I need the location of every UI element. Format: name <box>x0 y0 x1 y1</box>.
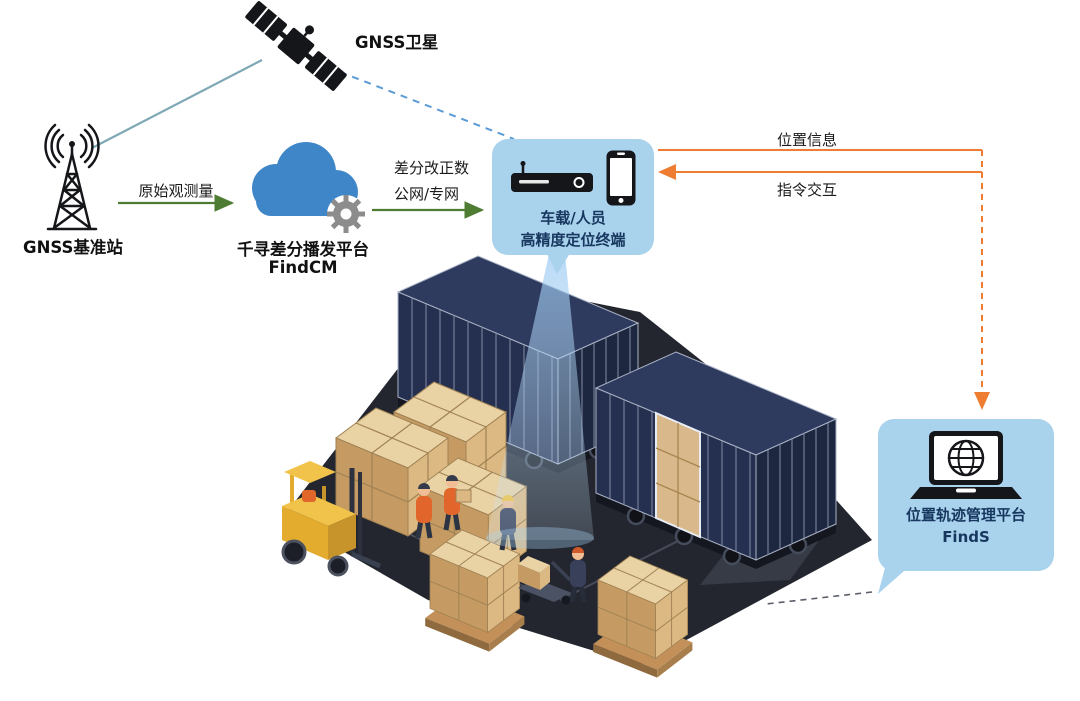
satellite-label: GNSS卫星 <box>355 33 439 52</box>
cloud-platform-subtitle: FindCM <box>268 258 338 277</box>
satellite-to-station-link <box>91 59 263 149</box>
radio-tower-icon <box>44 123 100 231</box>
light-beam-glow <box>486 527 594 549</box>
management-subtitle: FindS <box>942 527 990 546</box>
base-station-label: GNSS基准站 <box>23 238 123 257</box>
command-label: 指令交互 <box>776 181 838 199</box>
position-info-label: 位置信息 <box>776 131 838 149</box>
correction-label-line1: 差分改正数 <box>394 159 470 177</box>
connector-lines <box>91 59 990 605</box>
forklift <box>281 461 381 577</box>
satellite-icon <box>245 1 347 91</box>
raw-observation-label: 原始观测量 <box>138 182 214 200</box>
satellite-to-terminal-link <box>339 71 515 140</box>
receiver-device-icon <box>511 161 593 192</box>
container-open-door <box>655 411 701 539</box>
terminal-panel-tail <box>545 250 572 274</box>
laptop-globe-icon <box>910 431 1022 499</box>
smartphone-icon <box>606 150 636 206</box>
worker-with-pallet-jack <box>518 547 587 605</box>
cloud-gear-icon <box>252 142 365 233</box>
finds-panel-tail <box>878 564 912 594</box>
terminal-panel: 车载/人员 高精度定位终端 <box>492 139 654 255</box>
gear-icon <box>327 195 365 233</box>
platform-scene-leader <box>765 591 873 605</box>
light-beam <box>486 254 594 540</box>
worker <box>443 475 472 531</box>
worker <box>415 483 433 539</box>
terminal-subtitle: 高精度定位终端 <box>520 230 626 249</box>
management-platform-panel: 位置轨迹管理平台 FindS <box>878 419 1054 571</box>
cloud-platform-title: 千寻差分播发平台 <box>237 240 369 259</box>
warehouse-scene <box>281 254 872 678</box>
management-title: 位置轨迹管理平台 <box>905 506 1026 524</box>
terminal-title: 车载/人员 <box>540 209 606 227</box>
correction-label-line2: 公网/专网 <box>394 185 460 203</box>
